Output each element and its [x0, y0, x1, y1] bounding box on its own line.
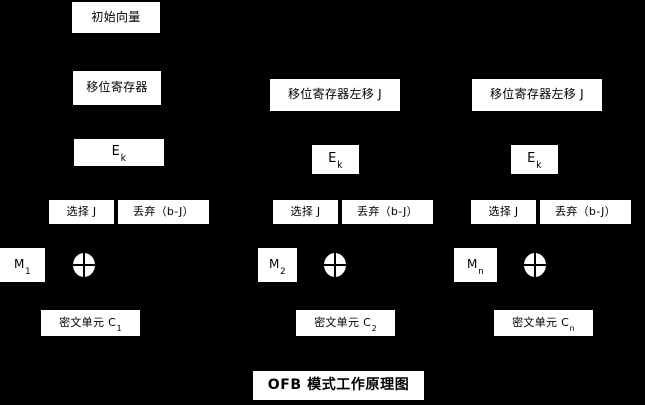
select-box-3: 选择 J — [471, 200, 536, 224]
plaintext-main-2: M — [269, 257, 280, 272]
ciphertext-label-3: 密文单元 Cn — [512, 315, 575, 332]
shift-register-label-1: 移位寄存器 — [86, 80, 148, 95]
encrypt-label-2: Ek — [328, 151, 343, 170]
shift-register-label-3: 移位寄存器左移 J — [489, 87, 585, 102]
encrypt-label-sub-1: k — [120, 152, 127, 164]
ciphertext-sub-1: 1 — [116, 324, 122, 334]
plaintext-sub-1: 1 — [25, 266, 31, 277]
shift-register-box-3: 移位寄存器左移 J — [472, 79, 602, 111]
encrypt-label-sub-2: k — [337, 159, 343, 171]
plaintext-box-3: Mn — [454, 248, 497, 282]
diagram-title-box: OFB 模式工作原理图 — [253, 371, 424, 400]
encrypt-label-3: Ek — [527, 151, 542, 170]
plaintext-label-2: M2 — [269, 257, 286, 276]
xor-icon-2 — [324, 253, 346, 277]
ciphertext-main-3: 密文单元 C — [512, 315, 570, 329]
plaintext-sub-2: 2 — [280, 266, 286, 277]
ciphertext-box-2: 密文单元 C2 — [296, 310, 395, 336]
plaintext-main-1: M — [14, 257, 25, 272]
ciphertext-box-3: 密文单元 Cn — [494, 310, 593, 336]
select-box-1: 选择 J — [49, 200, 114, 224]
page-title: OFB 模式工作原理图 — [267, 376, 410, 393]
plaintext-main-3: M — [467, 257, 478, 272]
select-label-1: 选择 J — [66, 204, 97, 218]
ciphertext-main-2: 密文单元 C — [314, 315, 372, 329]
xor-icon-1 — [73, 253, 95, 277]
discard-box-1: 丢弃（b-J） — [118, 200, 209, 224]
encrypt-label-main-2: E — [328, 151, 337, 167]
encrypt-label-1: Ek — [111, 144, 127, 163]
plaintext-sub-3: n — [478, 266, 484, 277]
ciphertext-sub-3: n — [569, 324, 575, 334]
ciphertext-label-2: 密文单元 C2 — [314, 315, 377, 332]
select-label-3: 选择 J — [488, 204, 519, 218]
plaintext-box-1: M1 — [0, 248, 45, 282]
discard-label-2: 丢弃（b-J） — [357, 204, 418, 218]
shift-register-label-2: 移位寄存器左移 J — [287, 87, 383, 102]
discard-box-2: 丢弃（b-J） — [342, 200, 433, 224]
ciphertext-label-1: 密文单元 C1 — [59, 315, 122, 332]
select-label-2: 选择 J — [290, 204, 321, 218]
plaintext-box-2: M2 — [258, 248, 297, 282]
plaintext-label-3: Mn — [467, 257, 484, 276]
discard-label-3: 丢弃（b-J） — [555, 204, 616, 218]
discard-label-1: 丢弃（b-J） — [133, 204, 194, 218]
ciphertext-box-1: 密文单元 C1 — [41, 310, 140, 336]
encrypt-label-main-3: E — [527, 151, 536, 167]
encrypt-label-sub-3: k — [536, 159, 542, 171]
ciphertext-main-1: 密文单元 C — [59, 315, 117, 329]
initial-vector-label: 初始向量 — [91, 9, 141, 24]
xor-icon-3 — [524, 253, 546, 277]
ciphertext-sub-2: 2 — [371, 324, 377, 334]
discard-box-3: 丢弃（b-J） — [540, 200, 631, 224]
plaintext-label-1: M1 — [14, 257, 31, 276]
shift-register-box-2: 移位寄存器左移 J — [270, 79, 400, 111]
select-box-2: 选择 J — [273, 200, 338, 224]
encrypt-box-2: Ek — [312, 145, 359, 174]
encrypt-label-main-1: E — [111, 144, 121, 160]
encrypt-box-3: Ek — [511, 145, 558, 174]
initial-vector-box: 初始向量 — [72, 2, 160, 33]
shift-register-box-1: 移位寄存器 — [73, 71, 161, 105]
encrypt-box-1: Ek — [74, 139, 164, 166]
